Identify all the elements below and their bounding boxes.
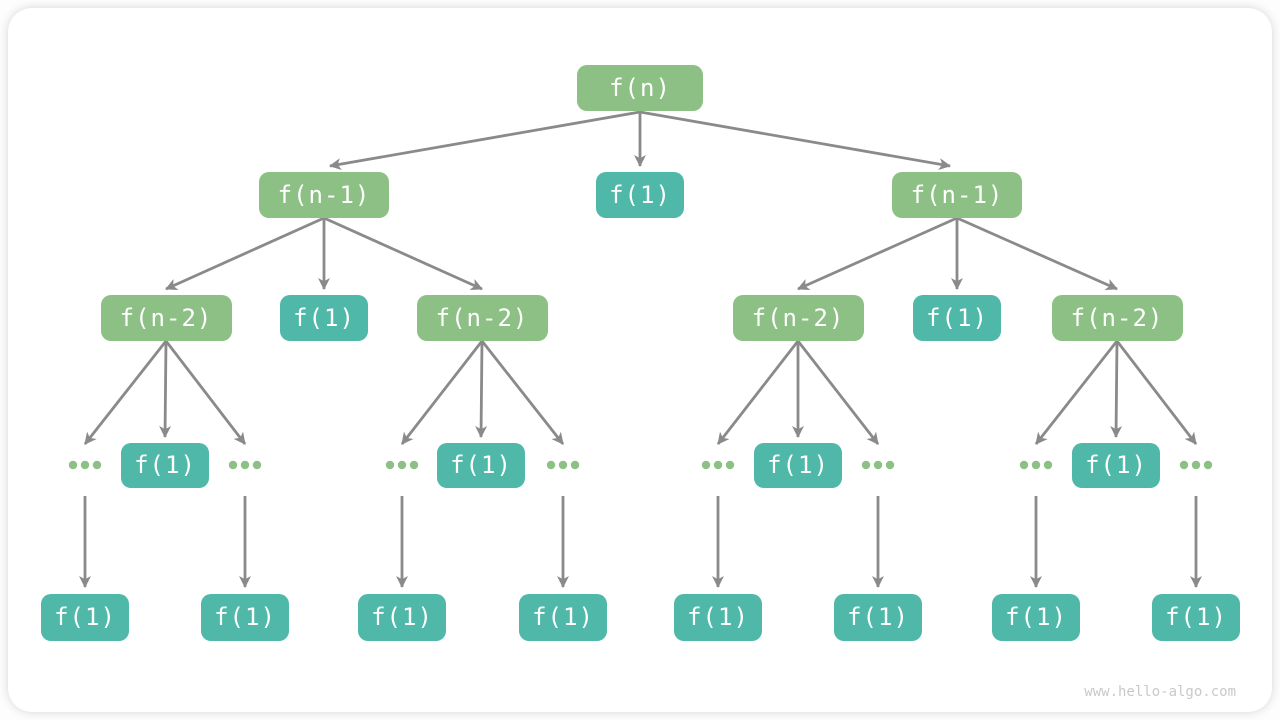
- tree-node-l4-f-1-4: f(1): [1072, 442, 1160, 488]
- tree-node-root-f-n: f(n): [577, 65, 703, 111]
- tree-node-l4-f-1-3: f(1): [754, 442, 842, 488]
- tree-node-l5-f-1-7: f(1): [992, 593, 1080, 641]
- tree-node-l2-f-n-1-left: f(n-1): [259, 172, 389, 218]
- tree-node-l3-f-n-2-3: f(n-2): [732, 295, 864, 341]
- tree-node-l3-f-n-2-4: f(n-2): [1051, 295, 1183, 341]
- tree-node-l5-f-1-5: f(1): [674, 593, 762, 641]
- tree-node-l5-f-1-1: f(1): [41, 593, 129, 641]
- watermark-text: www.hello-algo.com: [1084, 684, 1236, 700]
- tree-node-l2-f-1-mid: f(1): [596, 172, 684, 218]
- tree-node-l3-f-1-1: f(1): [280, 295, 368, 341]
- tree-node-l5-f-1-2: f(1): [201, 593, 289, 641]
- tree-node-l3-f-n-2-2: f(n-2): [416, 295, 548, 341]
- tree-node-l4-f-1-2: f(1): [437, 442, 525, 488]
- tree-node-l5-f-1-3: f(1): [358, 593, 446, 641]
- figure-card: [8, 8, 1272, 712]
- tree-node-l5-f-1-4: f(1): [519, 593, 607, 641]
- tree-node-l5-f-1-6: f(1): [834, 593, 922, 641]
- tree-node-l5-f-1-8: f(1): [1152, 593, 1240, 641]
- tree-node-l4-f-1-1: f(1): [121, 442, 209, 488]
- tree-node-l3-f-1-2: f(1): [913, 295, 1001, 341]
- tree-node-l3-f-n-2-1: f(n-2): [100, 295, 232, 341]
- tree-node-l2-f-n-1-right: f(n-1): [892, 172, 1022, 218]
